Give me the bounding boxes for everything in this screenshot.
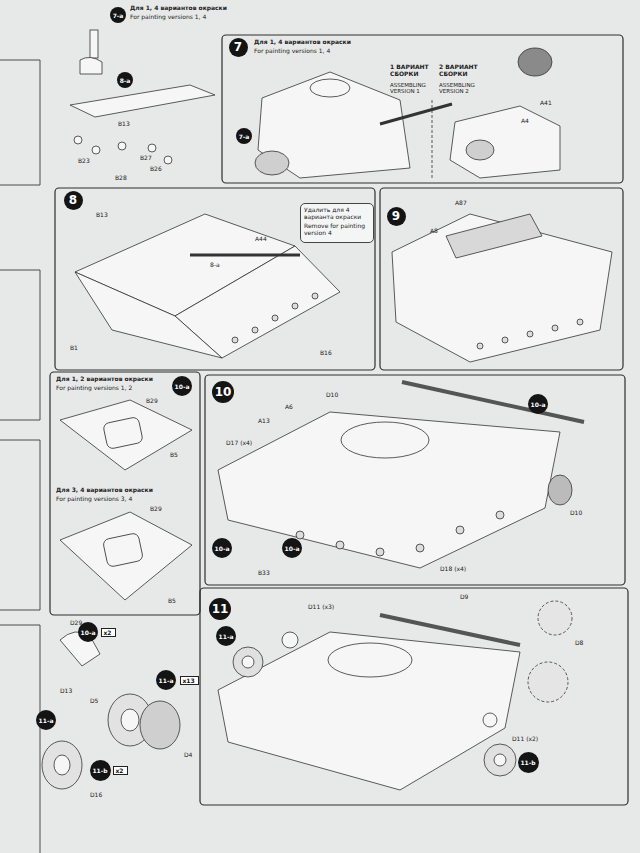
step-callout: 10-a — [212, 538, 232, 558]
step-callout: 7-a — [110, 7, 126, 23]
part-label: D11 (x2) — [512, 736, 538, 743]
part-label: B5 — [170, 452, 178, 459]
quantity-box: x2 — [101, 628, 116, 637]
step-callout: 8 — [64, 191, 83, 210]
part-label: D5 — [90, 698, 98, 705]
step-callout: 7 — [229, 38, 248, 57]
part-drawings — [42, 30, 612, 790]
part-label: A6 — [285, 404, 293, 411]
callout-number: 10-a — [175, 383, 190, 390]
part-label: A8 — [430, 228, 438, 235]
version-note: Для 1, 4 вариантов окраски — [130, 5, 227, 12]
callout-number: 8-a — [120, 77, 131, 84]
part-label: B28 — [115, 175, 127, 182]
version-note: 2 ВАРИАНТ СБОРКИ — [439, 64, 483, 77]
note-text: Remove for painting version 4 — [304, 223, 370, 237]
part-label: For painting versions 3, 4 — [56, 496, 132, 503]
part-label: B27 — [140, 155, 152, 162]
version-note: Для 1, 4 вариантов окраски — [254, 39, 351, 46]
quantity-box: x2 — [113, 766, 128, 775]
part-label: B13 — [118, 121, 130, 128]
step-callout: 11-a — [216, 626, 236, 646]
part-label: D4 — [184, 752, 192, 759]
callout-number: 10-a — [285, 545, 300, 552]
part-label: D10 — [570, 510, 582, 517]
version-note: 1 ВАРИАНТ СБОРКИ — [390, 64, 434, 77]
step-callout: 11 — [209, 598, 231, 620]
part-label: D29 — [70, 620, 82, 627]
version-note: Для 3, 4 вариантов окраски — [56, 487, 153, 494]
step-panels — [50, 35, 628, 805]
callout-number: 11-b — [92, 767, 107, 774]
step-callout: 8-a — [117, 72, 133, 88]
part-label: D13 — [60, 688, 72, 695]
callout-number: 8 — [69, 193, 77, 207]
part-label: B26 — [150, 166, 162, 173]
step-callout: 10-a — [282, 538, 302, 558]
step-callout: 10 — [212, 381, 234, 403]
part-label: A41 — [540, 100, 552, 107]
callout-number: 7-a — [113, 12, 124, 19]
note-text: Удалить для 4 варианта окраски — [304, 207, 370, 221]
part-label: B29 — [150, 506, 162, 513]
step-callout: 11-b — [518, 752, 539, 773]
part-label: A13 — [258, 418, 270, 425]
step-callout: 7-a — [236, 128, 252, 144]
callout-number: 11-a — [39, 717, 54, 724]
part-label: D8 — [575, 640, 583, 647]
step-callout: 11-b — [90, 760, 111, 781]
part-label: A4 — [521, 118, 529, 125]
step-callout: 11-a — [156, 670, 176, 690]
part-label: D18 (x4) — [440, 566, 466, 573]
partial-panels — [0, 60, 40, 853]
part-label: D16 — [90, 792, 102, 799]
part-label: B16 — [320, 350, 332, 357]
callout-number: 7 — [234, 40, 242, 54]
part-label: B1 — [70, 345, 78, 352]
part-label: For painting versions 1, 4 — [130, 14, 206, 21]
part-label: A87 — [455, 200, 467, 207]
part-label: D9 — [460, 594, 468, 601]
part-label: For painting versions 1, 2 — [56, 385, 132, 392]
part-label: ASSEMBLING VERSION 1 — [390, 82, 434, 94]
callout-number: 7-a — [239, 133, 250, 140]
callout-number: 10-a — [81, 629, 96, 636]
step-callout: 10-a — [172, 376, 192, 396]
callout-number: 10-a — [215, 545, 230, 552]
note-box: Удалить для 4 варианта окраскиRemove for… — [300, 203, 374, 243]
part-label: B29 — [146, 398, 158, 405]
part-label: A44 — [255, 236, 267, 243]
part-label: D11 (x3) — [308, 604, 334, 611]
part-label: B5 — [168, 598, 176, 605]
callout-number: 11-a — [219, 633, 234, 640]
part-label: B23 — [78, 158, 90, 165]
callout-number: 11-a — [159, 677, 174, 684]
callout-number: x2 — [104, 629, 113, 636]
callout-number: 10-a — [531, 401, 546, 408]
step-callout: 9 — [387, 207, 406, 226]
callout-number: 11 — [212, 602, 229, 616]
part-label: D10 — [326, 392, 338, 399]
callout-number: x13 — [183, 677, 196, 684]
part-label: B13 — [96, 212, 108, 219]
callout-number: 9 — [392, 209, 400, 223]
part-label: 8-a — [210, 262, 220, 269]
callout-number: 10 — [215, 385, 232, 399]
step-callout: 11-a — [36, 710, 56, 730]
part-label: For painting versions 1, 4 — [254, 48, 330, 55]
part-label: ASSEMBLING VERSION 2 — [439, 82, 483, 94]
callout-number: 11-b — [520, 759, 535, 766]
callout-number: x2 — [116, 767, 125, 774]
quantity-box: x13 — [180, 676, 199, 685]
version-note: Для 1, 2 вариантов окраски — [56, 376, 153, 383]
step-callout: 10-a — [528, 394, 548, 414]
part-label: D17 (x4) — [226, 440, 252, 447]
part-label: B33 — [258, 570, 270, 577]
